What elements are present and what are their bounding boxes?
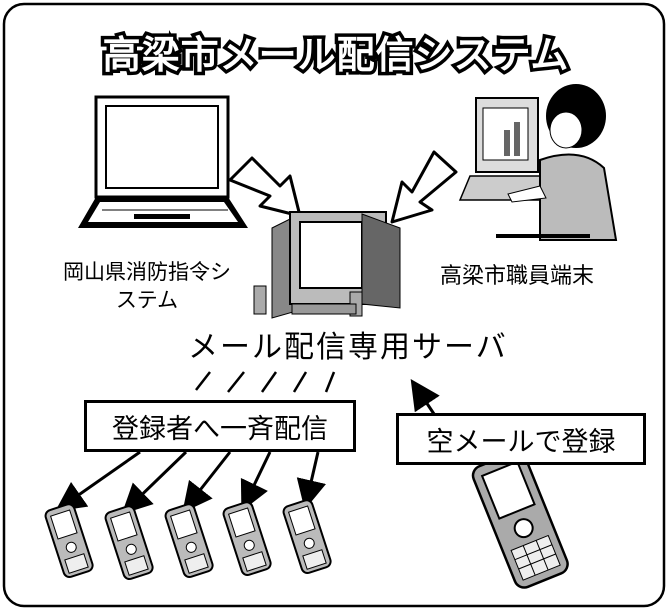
mobile-phone-icon-1 — [44, 503, 94, 579]
broadcast-label-box: 登録者へ一斉配信 — [84, 400, 356, 452]
broadcast-fan-lines — [195, 371, 336, 393]
okayama-system-label: 岡山県消防指令システム — [63, 260, 231, 312]
arrow-laptop-to-server — [228, 156, 302, 218]
register-label-box: 空メールで登録 — [396, 413, 646, 465]
broadcast-label: 登録者へ一斉配信 — [112, 413, 328, 445]
diagram-title: 高梁市メール配信システム — [99, 30, 572, 81]
mobile-phone-icon-2 — [104, 505, 154, 581]
staff-workstation-icon — [458, 84, 618, 241]
server-label: メール配信専用サーバ — [188, 330, 508, 365]
server-computer-icon — [253, 211, 401, 319]
mobile-phone-icon-3 — [164, 503, 214, 579]
mobile-phone-icon-4 — [222, 501, 272, 577]
registering-phone-icon — [471, 450, 569, 589]
mobile-phone-icon-5 — [282, 499, 332, 575]
register-label: 空メールで登録 — [426, 426, 616, 458]
broadcast-arrows — [55, 450, 327, 515]
arrow-staff-to-server — [390, 150, 458, 224]
laptop-icon — [78, 95, 248, 228]
staff-terminal-label: 高梁市職員端末 — [440, 264, 595, 289]
